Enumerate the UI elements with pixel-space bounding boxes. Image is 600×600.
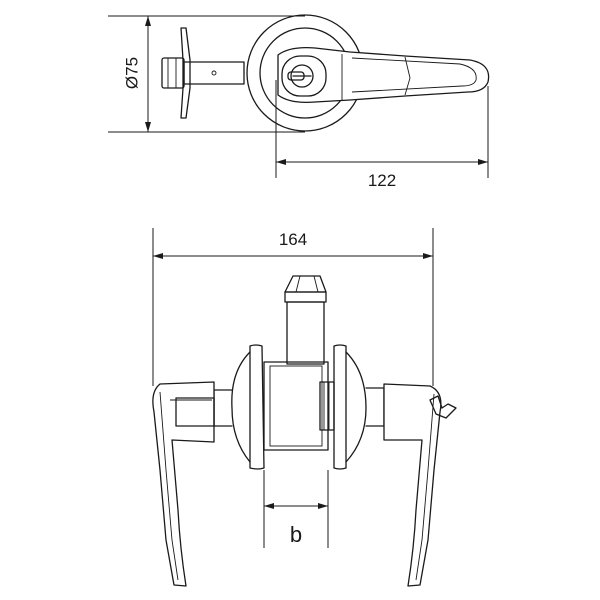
latch-body bbox=[263, 361, 329, 451]
spindle-end bbox=[161, 57, 185, 89]
left-rosette-dome bbox=[231, 351, 251, 463]
door-thickness-label: b bbox=[290, 522, 302, 547]
cylinder-tube bbox=[286, 301, 325, 365]
overall-width-label: 164 bbox=[279, 230, 307, 249]
right-lever-neck bbox=[365, 387, 385, 427]
spindle-hole bbox=[211, 70, 217, 76]
left-lever-hub bbox=[175, 397, 215, 427]
cylinder-cap bbox=[284, 275, 327, 293]
right-rosette-plate bbox=[333, 344, 347, 470]
front-view: 164 b bbox=[152, 228, 457, 587]
left-lever bbox=[152, 381, 215, 587]
right-rosette-dome bbox=[345, 351, 367, 463]
lever-handle bbox=[277, 47, 490, 103]
left-lever-neck bbox=[213, 389, 233, 427]
spindle-tube bbox=[183, 61, 245, 85]
lever-length-label: 122 bbox=[368, 171, 396, 190]
rosette-diameter-label: Ø75 bbox=[122, 57, 141, 89]
cylinder-collar bbox=[284, 291, 327, 303]
right-lever bbox=[383, 383, 442, 587]
left-rosette-plate bbox=[249, 344, 265, 470]
back-rosette-plate bbox=[180, 27, 191, 119]
top-view: Ø75 122 bbox=[108, 14, 490, 190]
right-lever-tip bbox=[429, 395, 457, 419]
